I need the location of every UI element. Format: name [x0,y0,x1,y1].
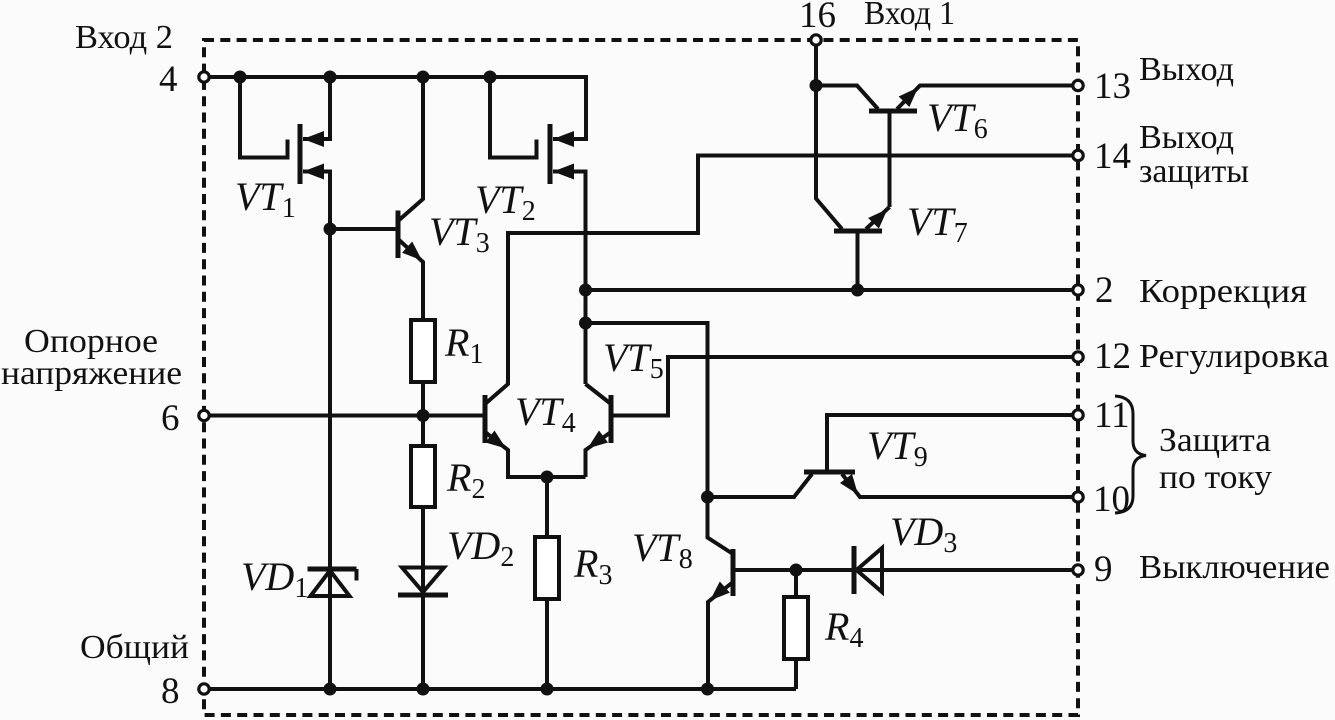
svg-text:9: 9 [1094,549,1113,590]
svg-text:Опорное: Опорное [24,323,158,360]
svg-text:R3: R3 [573,541,612,591]
svg-text:VT5: VT5 [603,335,664,385]
svg-text:13: 13 [1094,66,1131,107]
svg-text:8: 8 [161,671,180,712]
svg-text:напряжение: напряжение [1,355,182,392]
svg-text:2: 2 [1095,270,1114,311]
svg-text:10: 10 [1093,479,1130,520]
svg-text:Выключение: Выключение [1139,549,1330,586]
svg-text:VT6: VT6 [927,95,988,145]
svg-text:6: 6 [161,398,180,439]
svg-text:Вход 2: Вход 2 [75,19,173,56]
svg-text:VT4: VT4 [515,389,576,439]
svg-text:Выход: Выход [1139,51,1234,88]
svg-text:Защита: Защита [1159,422,1271,459]
svg-text:12: 12 [1094,336,1131,377]
svg-text:Коррекция: Коррекция [1139,273,1307,310]
svg-text:по току: по току [1159,459,1272,496]
svg-text:16: 16 [799,0,836,36]
svg-text:11: 11 [1094,395,1130,436]
svg-text:4: 4 [159,59,178,100]
svg-text:Вход 1: Вход 1 [864,0,955,32]
svg-text:VT7: VT7 [907,199,968,249]
svg-text:защиты: защиты [1139,153,1249,190]
svg-text:14: 14 [1094,136,1131,177]
svg-text:Общий: Общий [80,629,189,666]
svg-text:Регулировка: Регулировка [1139,338,1329,375]
svg-text:Выход: Выход [1139,119,1234,156]
